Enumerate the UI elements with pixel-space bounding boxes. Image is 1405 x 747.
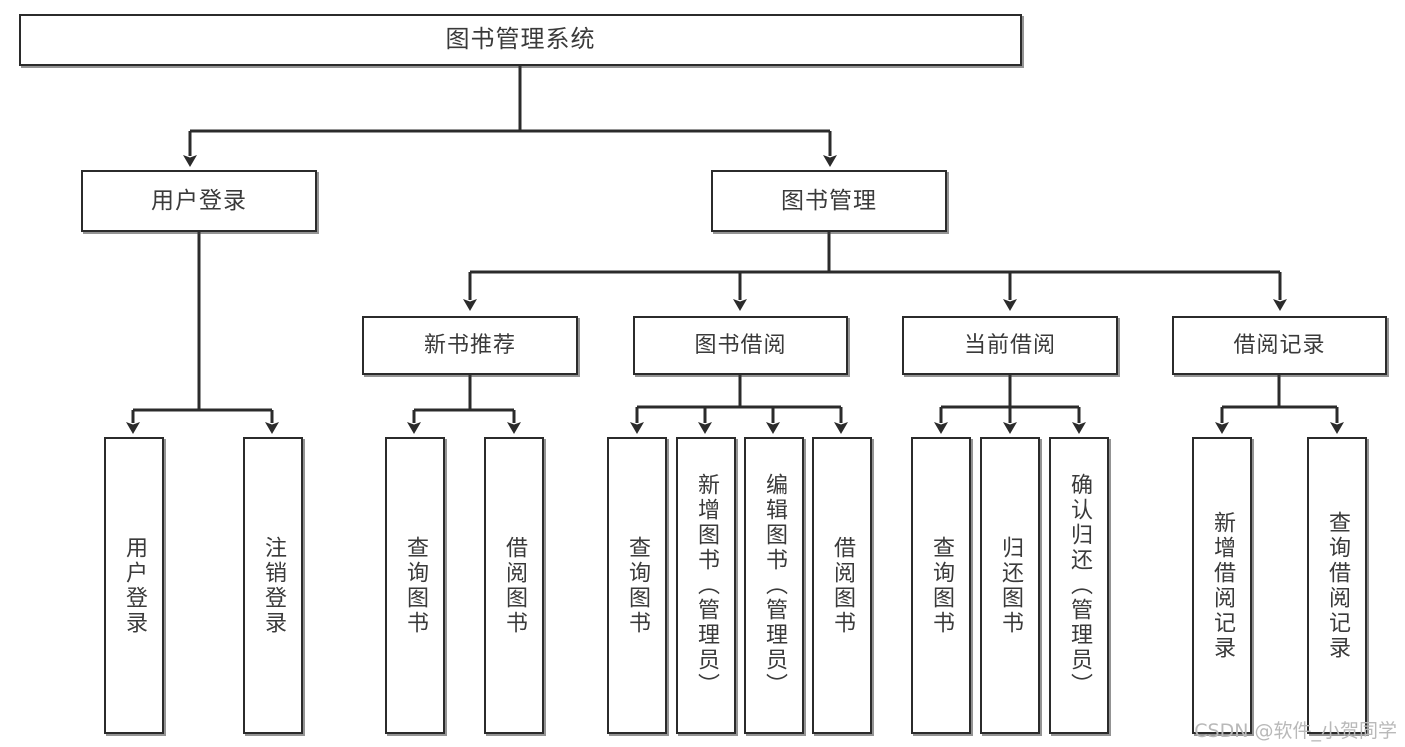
- node-label: 用户登录: [151, 187, 247, 214]
- node-root-book-management-system[interactable]: 图书管理系统: [19, 14, 1022, 66]
- node-leaf-add-borrow-record[interactable]: 新增借阅记录: [1192, 437, 1252, 734]
- node-book-borrow[interactable]: 图书借阅: [633, 316, 848, 375]
- node-label: 借阅图书: [502, 535, 527, 636]
- node-label: 图书借阅: [694, 332, 787, 358]
- node-label: 查询图书: [625, 535, 650, 636]
- node-book-management[interactable]: 图书管理: [711, 170, 947, 232]
- node-leaf-query-book-recommend[interactable]: 查询图书: [385, 437, 445, 734]
- node-label: 图书管理系统: [445, 25, 596, 54]
- node-leaf-confirm-return-admin[interactable]: 确认归还（管理员）: [1049, 437, 1109, 734]
- node-leaf-query-book[interactable]: 查询图书: [607, 437, 667, 734]
- node-leaf-return-book[interactable]: 归还图书: [980, 437, 1040, 734]
- node-leaf-user-login[interactable]: 用户登录: [104, 437, 164, 734]
- node-leaf-borrow-book[interactable]: 借阅图书: [812, 437, 872, 734]
- node-leaf-borrow-book-recommend[interactable]: 借阅图书: [484, 437, 544, 734]
- csdn-watermark: CSDN @软件_小贺同学: [1194, 720, 1397, 742]
- node-label: 查询图书: [929, 535, 954, 636]
- node-label: 编辑图书（管理员）: [762, 473, 787, 698]
- node-leaf-query-book-current[interactable]: 查询图书: [911, 437, 971, 734]
- node-leaf-logout[interactable]: 注销登录: [243, 437, 303, 734]
- node-borrow-record[interactable]: 借阅记录: [1172, 316, 1387, 375]
- node-label: 图书管理: [781, 187, 877, 214]
- node-label: 归还图书: [998, 535, 1023, 636]
- node-label: 当前借阅: [963, 332, 1056, 358]
- node-label: 新书推荐: [423, 332, 516, 358]
- node-label: 借阅图书: [830, 535, 855, 636]
- node-current-borrow[interactable]: 当前借阅: [902, 316, 1118, 375]
- node-label: 新增图书（管理员）: [694, 473, 719, 698]
- node-user-login[interactable]: 用户登录: [81, 170, 317, 232]
- node-leaf-add-book-admin[interactable]: 新增图书（管理员）: [676, 437, 736, 734]
- node-leaf-edit-book-admin[interactable]: 编辑图书（管理员）: [744, 437, 804, 734]
- node-label: 用户登录: [122, 535, 147, 636]
- node-label: 借阅记录: [1233, 332, 1326, 358]
- node-new-book-recommend[interactable]: 新书推荐: [362, 316, 578, 375]
- node-label: 查询图书: [403, 535, 428, 636]
- node-label: 新增借阅记录: [1210, 510, 1235, 661]
- node-label: 确认归还（管理员）: [1067, 473, 1092, 698]
- node-label: 注销登录: [261, 535, 286, 636]
- node-label: 查询借阅记录: [1325, 510, 1350, 661]
- node-leaf-query-borrow-record[interactable]: 查询借阅记录: [1307, 437, 1367, 734]
